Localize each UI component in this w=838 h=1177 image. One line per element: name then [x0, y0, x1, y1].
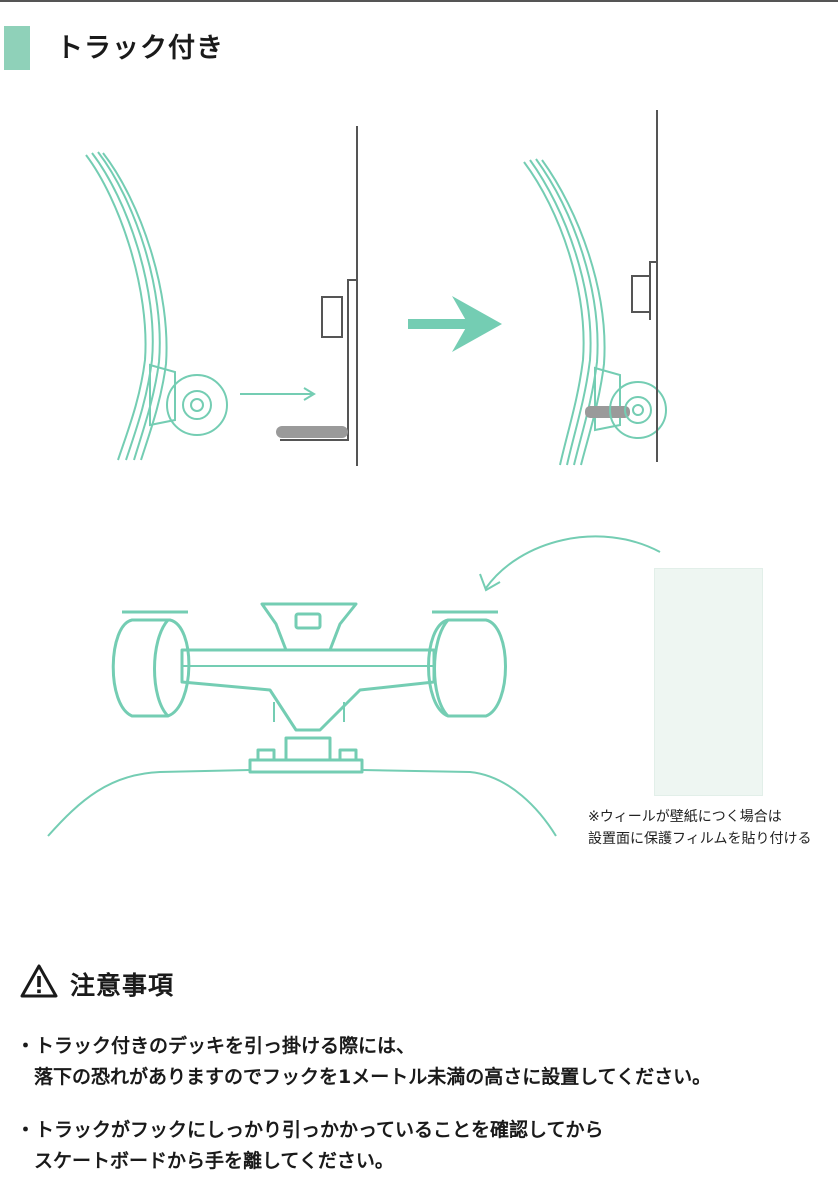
caution-item-line: スケートボードから手を離してください。: [34, 1150, 394, 1172]
wheel-right: [609, 381, 667, 439]
warning-triangle-icon: [20, 964, 58, 998]
caution-item-line: ・トラック付きのデッキを引っ掛ける際には、: [16, 1035, 416, 1057]
protective-film-note: ※ウィールが壁紙につく場合は 設置面に保護フィルムを貼り付ける: [588, 806, 811, 850]
curved-pointer-arrowhead: [479, 573, 501, 592]
wall-hook-right: [631, 110, 658, 462]
caution-item-line: ・トラックがフックにしっかり引っかかっていることを確認してから: [16, 1119, 604, 1141]
caution-item: ・トラックがフックにしっかり引っかかっていることを確認してから スケートボードか…: [16, 1115, 603, 1177]
hanging-illustration: [47, 110, 667, 837]
wheel-left: [166, 374, 228, 436]
truck-closeup: [47, 602, 557, 837]
curved-pointer-arrow: [485, 535, 661, 589]
transition-arrow-icon: [408, 296, 502, 352]
wall-hook-left: [280, 126, 358, 466]
protective-film-sheet: [654, 568, 763, 796]
section-accent-bar: [4, 26, 30, 70]
caution-title: 注意事項: [70, 971, 175, 1000]
section-title: トラック付き: [56, 33, 224, 64]
caution-item-line: 落下の恐れがありますのでフックを1メートル未満の高さに設置してください。: [34, 1066, 712, 1088]
hook-arm-left: [276, 426, 348, 438]
note-line: ※ウィールが壁紙につく場合は: [588, 809, 782, 825]
board-after-hanging: [523, 158, 621, 466]
approach-arrow-head: [303, 387, 316, 401]
caution-item: ・トラック付きのデッキを引っ掛ける際には、 落下の恐れがありますのでフックを1メ…: [16, 1031, 711, 1093]
note-line: 設置面に保護フィルムを貼り付ける: [588, 831, 812, 847]
board-before-hanging: [85, 151, 176, 461]
top-rule: [0, 0, 838, 2]
hook-arm-right: [585, 406, 630, 418]
